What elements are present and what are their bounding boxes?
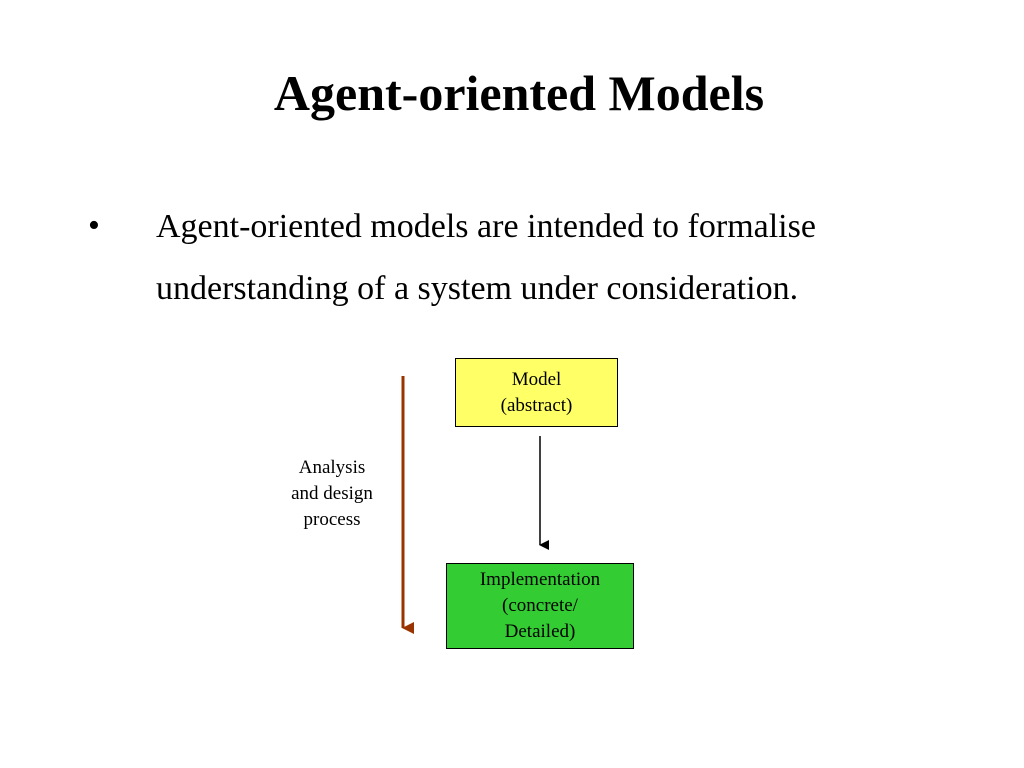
process-label: Analysis and design process	[272, 455, 392, 533]
model-node-label: Model	[511, 368, 562, 390]
implementation-node: Implementation (concrete/ Detailed)	[446, 563, 634, 649]
model-node: Model (abstract)	[455, 358, 618, 427]
process-label-line: process	[303, 509, 361, 530]
bullet-text: Agent-oriented models are intended to fo…	[156, 208, 816, 307]
slide-title: Agent-oriented Models	[273, 65, 765, 121]
implementation-node-sublabel: (concrete/	[502, 595, 578, 616]
process-label-line: Analysis	[298, 457, 366, 478]
model-node-sublabel: (abstract)	[500, 394, 573, 416]
process-label-line: and design	[291, 483, 373, 504]
bullet-marker: •	[88, 207, 100, 244]
implementation-node-label: Implementation	[479, 569, 601, 590]
implementation-node-sublabel: Detailed)	[504, 621, 576, 642]
